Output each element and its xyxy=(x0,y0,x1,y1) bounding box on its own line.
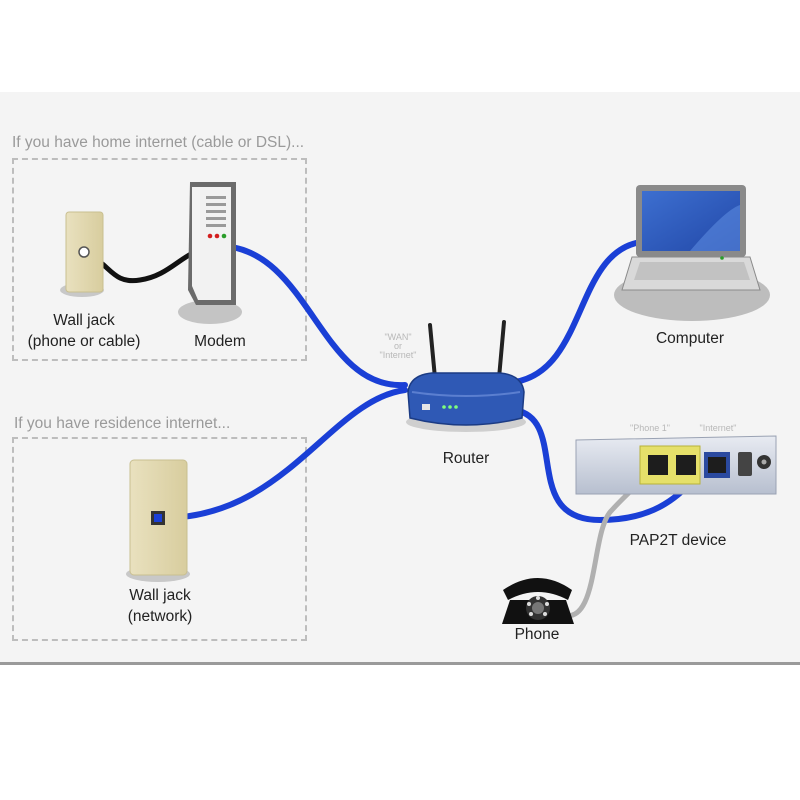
wall-jack-phone-label-line2: (phone or cable) xyxy=(27,333,141,350)
wall-jack-phone-label: Wall jack (phone or cable) xyxy=(22,310,146,352)
telephone-icon xyxy=(502,578,574,624)
phone1-port-label: "Phone 1" xyxy=(630,423,670,433)
wan-port-label-line2: or xyxy=(393,341,402,351)
wall-jack-router-cable xyxy=(157,387,408,522)
wall-jack-phone-icon xyxy=(60,211,104,297)
residence-internet-region-title: If you have residence internet... xyxy=(14,415,231,432)
wan-port-label-line1: "WAN" xyxy=(384,332,412,342)
router-icon xyxy=(406,320,526,432)
wan-port-label-line3: "Internet" xyxy=(379,350,417,360)
wall-jack-phone-label-line1: Wall jack xyxy=(53,312,115,329)
home-internet-region xyxy=(12,158,307,361)
wall-jack-network-label-line2: (network) xyxy=(127,608,193,625)
computer-laptop-icon xyxy=(614,185,770,321)
pap2t-device-icon xyxy=(575,435,777,495)
wall-jack-network-label-line1: Wall jack xyxy=(129,587,191,604)
wall-jack-network-icon xyxy=(126,459,190,582)
internet-port-label: "Internet" xyxy=(699,423,737,433)
wan-port-label: "WAN" or "Internet" xyxy=(368,333,428,360)
panel-bottom-border xyxy=(0,662,800,665)
phone-label: Phone xyxy=(514,626,560,643)
router-label: Router xyxy=(442,450,490,467)
pap2t-label: PAP2T device xyxy=(629,532,727,549)
modem-router-cable xyxy=(219,243,408,389)
modem-label: Modem xyxy=(194,333,246,350)
home-internet-region-title: If you have home internet (cable or DSL)… xyxy=(12,134,305,151)
residence-internet-region xyxy=(12,437,307,641)
computer-label: Computer xyxy=(655,330,725,347)
modem-icon xyxy=(178,182,242,324)
router-computer-cable xyxy=(512,240,639,385)
wall-jack-network-label: Wall jack (network) xyxy=(110,585,210,627)
